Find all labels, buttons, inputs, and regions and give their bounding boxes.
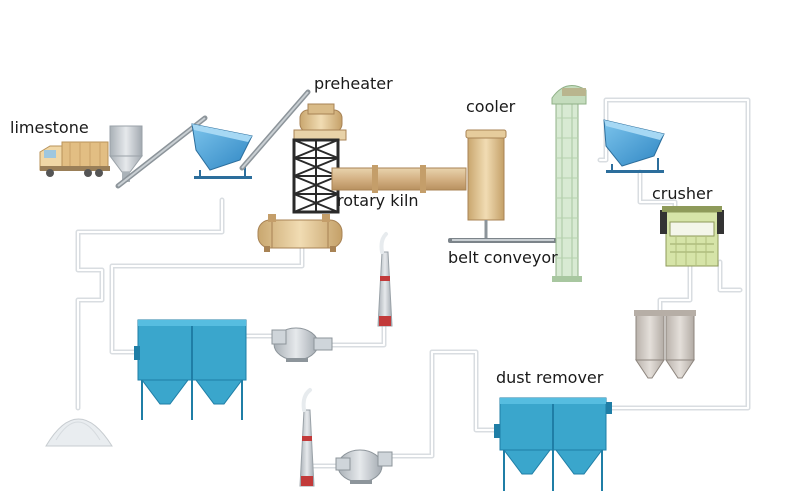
rotary-kiln xyxy=(331,165,467,193)
pipe-network xyxy=(75,97,751,483)
crusher xyxy=(660,206,724,267)
label-limestone: limestone xyxy=(10,118,89,137)
label-belt-conveyor: belt conveyor xyxy=(448,248,558,267)
label-preheater: preheater xyxy=(314,74,393,93)
powder-pile-icon xyxy=(45,418,113,447)
belt-conveyor xyxy=(448,238,558,243)
raw-material-hopper xyxy=(191,123,253,179)
crusher-feed-hopper xyxy=(603,119,665,173)
cooler xyxy=(465,129,507,242)
exhaust-fan-icon xyxy=(335,449,393,484)
preheater-tower xyxy=(292,103,347,214)
clinker-silos xyxy=(634,310,696,379)
feed-silo xyxy=(109,125,143,182)
kiln-inlet-tank xyxy=(257,214,343,252)
bucket-elevator xyxy=(551,85,587,282)
exhaust-fan-icon xyxy=(271,327,333,362)
dust-remover xyxy=(494,397,612,491)
chimney-icon xyxy=(299,388,315,487)
label-rotary-kiln: rotary kiln xyxy=(337,191,419,210)
label-dust-remover: dust remover xyxy=(496,368,604,387)
label-crusher: crusher xyxy=(652,184,713,203)
chimney-icon xyxy=(377,232,393,327)
bag-dust-collector-1 xyxy=(134,319,247,420)
label-cooler: cooler xyxy=(466,97,516,116)
limestone-truck-icon xyxy=(39,141,110,177)
